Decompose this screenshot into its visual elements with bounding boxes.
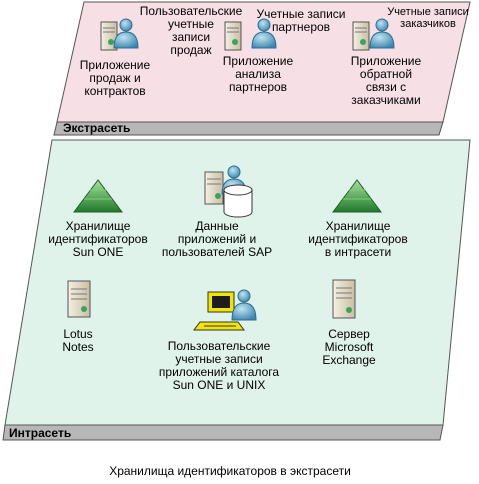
lotus-notes-server-icon (67, 280, 91, 318)
catalog-user-accounts-label: Пользовательские учетные записи приложен… (158, 339, 280, 392)
catalog-workstation-icon (193, 291, 245, 331)
figure-caption: Хранилища идентификаторов в экстрасети (109, 464, 351, 478)
partner-user-icon (251, 18, 277, 49)
sap-database-icon (223, 184, 253, 218)
customer-accounts-label: Учетные записи заказчиков (387, 6, 469, 30)
sap-server-icon (204, 171, 224, 205)
catalog-user-icon (231, 289, 257, 321)
exchange-server-label: Сервер Microsoft Exchange (322, 327, 376, 367)
sun-one-directory-pyramid-icon (73, 179, 123, 213)
partner-app-label: Приложение анализа партнеров (222, 54, 294, 94)
sun-one-store-label: Хранилище идентификаторов Sun ONE (48, 219, 148, 259)
customer-user-icon (369, 18, 395, 49)
sales-user-icon (113, 18, 139, 49)
sap-data-label: Данные приложений и пользователей SAP (161, 219, 273, 259)
lotus-notes-label: Lotus Notes (62, 327, 94, 354)
sales-app-label: Приложение продаж и контрактов (79, 58, 151, 98)
customer-feedback-app-label: Приложение обратной связи с заказчиками (350, 54, 422, 107)
customer-server-icon (352, 21, 370, 51)
intranet-store-label: Хранилище идентификаторов в интрасети (308, 219, 408, 259)
partner-accounts-label: Учетные записи партнеров (256, 7, 346, 34)
sales-user-accounts-label: Пользовательские учетные записи продаж (139, 4, 243, 57)
exchange-server-icon (332, 279, 356, 319)
intranet-directory-pyramid-icon (332, 179, 382, 213)
extranet-zone-label: Экстрасеть (63, 121, 131, 135)
intranet-zone-label: Интрасеть (9, 426, 72, 440)
partner-server-icon (224, 21, 242, 51)
